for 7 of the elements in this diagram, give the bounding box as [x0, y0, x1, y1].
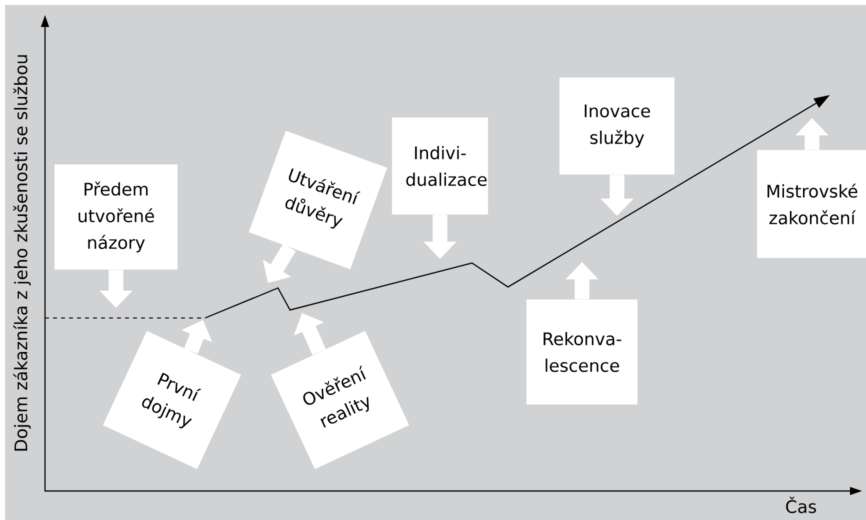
text-box: Rekonva- lescence — [526, 300, 638, 404]
axis-label: Dojem zákazníka z jeho zkušenosti se službou — [13, 55, 31, 451]
text-box: Indivi- dualizace — [392, 118, 488, 214]
text-box: Inovace služby — [560, 78, 674, 174]
text-box: Předem utvořené názory — [54, 164, 178, 270]
axis-label: Čas — [786, 496, 816, 514]
text-box: Mistrovské zakončení — [757, 150, 866, 258]
